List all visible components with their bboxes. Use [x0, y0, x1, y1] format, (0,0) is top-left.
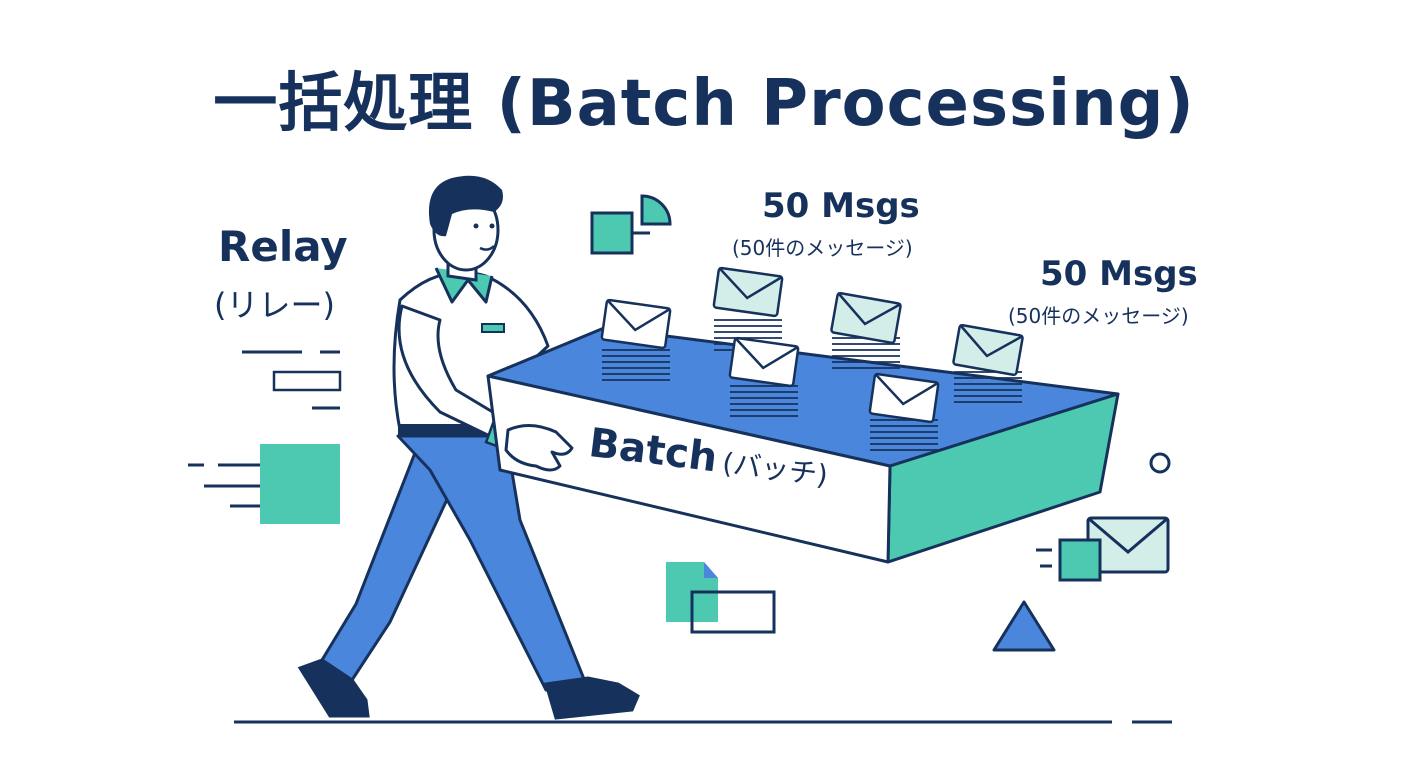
person-hand — [504, 424, 574, 472]
envelope-icon — [728, 336, 800, 388]
message-group-b-subtitle: (50件のメッセージ) — [1008, 304, 1189, 328]
person-back-shoe — [297, 658, 370, 718]
message-group-b-title: 50 Msgs — [1040, 254, 1198, 294]
envelope-icon — [951, 323, 1025, 377]
person-arm — [397, 304, 508, 442]
envelope-icon — [600, 298, 672, 350]
envelope-icon — [712, 266, 784, 318]
triangle-shape — [992, 600, 1056, 652]
message-group-a-title: 50 Msgs — [762, 186, 920, 226]
message-group-a-subtitle: (50件のメッセージ) — [732, 236, 913, 260]
pie-shape — [640, 194, 672, 226]
document-icon — [666, 562, 776, 634]
envelope-icon — [868, 372, 940, 424]
relay-title: Relay — [218, 222, 348, 271]
person-hair — [428, 175, 503, 237]
envelope-icon — [829, 291, 903, 345]
square-shape — [260, 444, 340, 524]
envelope-icon — [1036, 516, 1170, 582]
relay-subtitle: (リレー) — [214, 286, 335, 324]
circle-shape — [1149, 452, 1171, 474]
batch-box — [486, 266, 1120, 564]
page-title: 一括処理 (Batch Processing) — [213, 67, 1195, 141]
person-front-shoe — [544, 676, 640, 720]
square-shape — [590, 211, 634, 255]
